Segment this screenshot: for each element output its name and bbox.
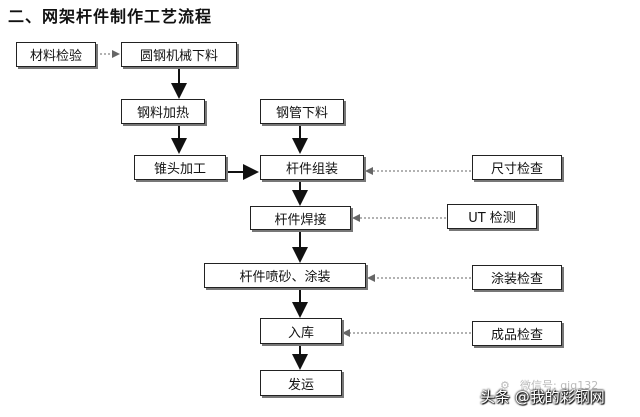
node-size-check: 尺寸检查: [472, 155, 562, 180]
node-tube-cut: 钢管下料: [260, 99, 344, 124]
node-material-check: 材料检验: [16, 42, 96, 67]
node-rod-assembly: 杆件组装: [260, 155, 364, 180]
node-coating-check: 涂装检查: [472, 265, 562, 290]
node-round-steel-cut: 圆钢机械下料: [121, 42, 237, 67]
diagram-title: 二、网架杆件制作工艺流程: [8, 7, 213, 26]
node-cone-head-processing: 锥头加工: [134, 155, 226, 180]
node-blast-coat: 杆件喷砂、涂装: [204, 263, 366, 288]
node-steel-heating: 钢料加热: [121, 99, 205, 124]
node-rod-welding: 杆件焊接: [250, 206, 351, 230]
node-product-check: 成品检查: [472, 321, 562, 346]
node-ut-test: UT 检测: [447, 204, 537, 229]
watermark-source: 头条 @我的彩钢网: [480, 388, 605, 406]
wechat-icon: ⚙: [500, 379, 510, 392]
node-shipping: 发运: [260, 370, 342, 396]
watermark-wechat-id: 微信号: qjg132: [520, 379, 599, 392]
node-warehousing: 入库: [260, 318, 342, 344]
